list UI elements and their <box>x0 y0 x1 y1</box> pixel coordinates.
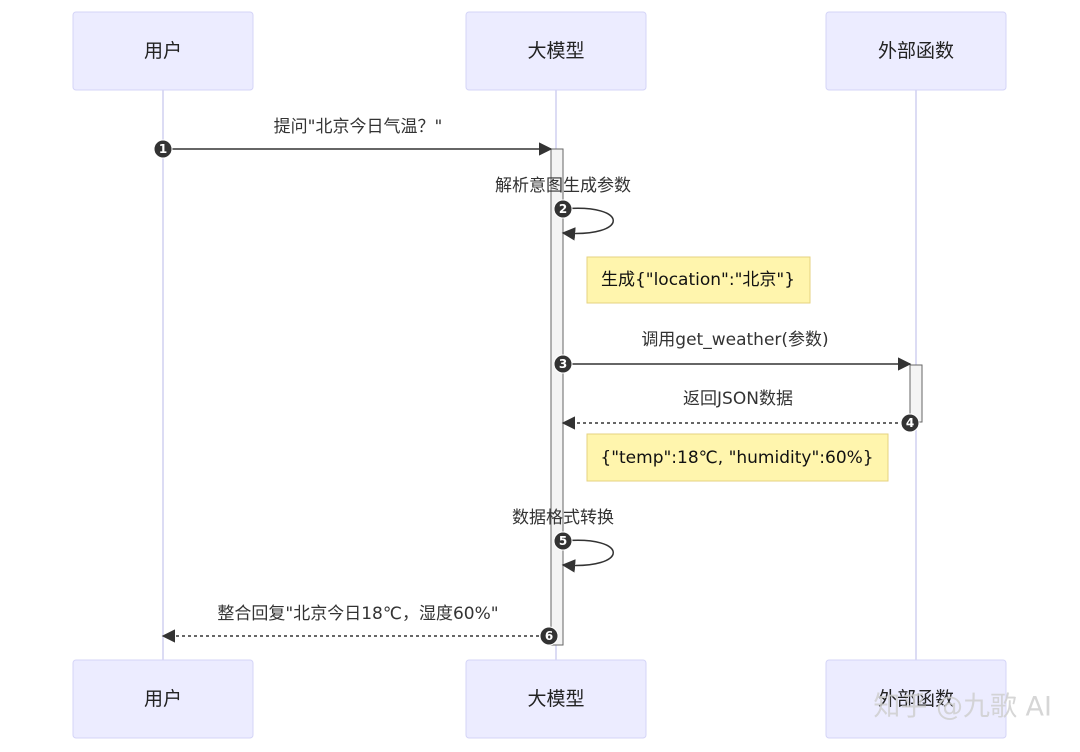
message-4-label: 返回JSON数据 <box>683 389 793 409</box>
actor-label: 用户 <box>144 40 182 62</box>
svg-text:4: 4 <box>906 416 914 430</box>
svg-text:6: 6 <box>545 629 553 643</box>
svg-text:2: 2 <box>559 202 567 216</box>
activation-func <box>909 364 923 423</box>
note-location-params: 生成{"location":"北京"} <box>586 256 811 304</box>
actor-bottom-llm: 大模型 <box>465 659 647 739</box>
sequence-number-2: 2 <box>553 199 573 219</box>
activation-llm <box>550 148 564 646</box>
actor-top-llm: 大模型 <box>465 11 647 91</box>
actor-bottom-func: 外部函数 <box>825 659 1007 739</box>
note-text: {"temp":18℃, "humidity":60%} <box>600 448 873 468</box>
actor-bottom-user: 用户 <box>72 659 254 739</box>
actor-label: 用户 <box>144 688 182 710</box>
sequence-number-4: 4 <box>900 413 920 433</box>
message-3-label: 调用get_weather(参数) <box>641 330 828 350</box>
message-2-label: 解析意图生成参数 <box>495 176 631 196</box>
sequence-number-1: 1 <box>153 139 173 159</box>
actor-top-user: 用户 <box>72 11 254 91</box>
note-weather-json: {"temp":18℃, "humidity":60%} <box>586 433 889 482</box>
message-6-label: 整合回复"北京今日18℃，湿度60%" <box>217 604 498 624</box>
sequence-number-5: 5 <box>553 531 573 551</box>
actor-label: 外部函数 <box>878 688 954 710</box>
actor-label: 大模型 <box>527 688 584 710</box>
message-2-arrow <box>561 207 614 241</box>
message-5-label: 数据格式转换 <box>512 508 614 528</box>
sequence-number-3: 3 <box>553 354 573 374</box>
actor-label: 外部函数 <box>878 40 954 62</box>
message-5-arrow <box>561 539 614 573</box>
svg-text:1: 1 <box>159 142 167 156</box>
watermark: 知乎 @九歌 AI <box>873 692 1052 723</box>
message-1-label: 提问"北京今日气温？" <box>274 117 443 137</box>
actor-label: 大模型 <box>527 40 584 62</box>
sequence-number-6: 6 <box>539 626 559 646</box>
note-text: 生成{"location":"北京"} <box>601 270 795 290</box>
actor-top-func: 外部函数 <box>825 11 1007 91</box>
svg-text:3: 3 <box>559 357 567 371</box>
svg-text:5: 5 <box>559 534 567 548</box>
